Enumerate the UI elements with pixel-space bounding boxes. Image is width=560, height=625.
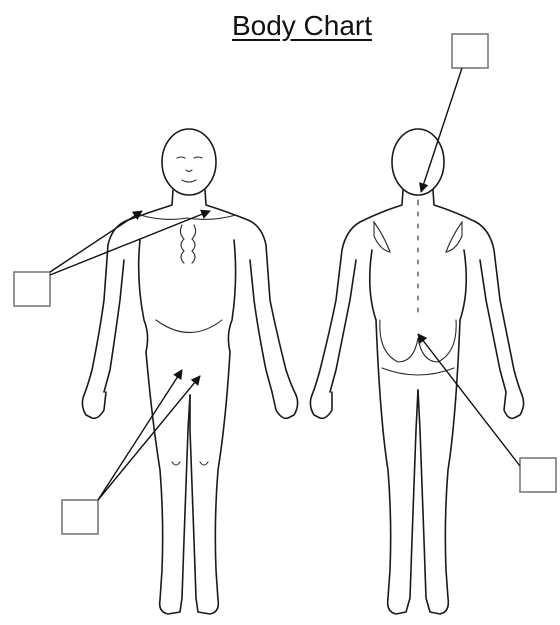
front-view-figure [82,129,297,614]
arrow-right-clavicle [50,211,210,275]
back-right-hand [504,392,524,418]
back-left-inner-arm [330,260,356,392]
front-left-hand [82,392,106,418]
bottom-right-callout-box[interactable] [520,458,556,492]
left-callout-box[interactable] [14,272,50,306]
back-right-leg [418,320,460,614]
front-right-outline [205,190,296,395]
bottom-left-callout-box[interactable] [62,500,98,534]
back-left-outline [312,190,403,395]
front-ribs [180,225,195,263]
front-face [177,157,202,182]
top-right-callout-box[interactable] [452,34,488,68]
back-head [392,129,444,195]
arrow-left-clavicle [50,211,142,272]
front-right-leg [190,352,230,614]
back-right-outline [433,190,522,395]
front-knees [172,462,208,465]
front-head [162,129,216,195]
front-right-hand [272,392,298,418]
back-left-leg [376,320,418,614]
front-torso-left [139,240,148,352]
back-view-figure [310,129,523,614]
back-right-inner-arm [480,260,506,392]
arrow-neck-spine [421,68,462,192]
arrow-left-groin [98,370,182,500]
front-abdomen [156,320,222,333]
back-torso-left [370,250,376,320]
front-clavicles [140,215,236,219]
back-torso-right [460,250,466,320]
arrow-right-groin [98,376,200,500]
front-torso-right [228,240,235,352]
back-buttocks [380,320,456,362]
front-left-inner-arm [104,260,124,392]
back-left-hand [310,392,332,418]
back-gluteal-fold [382,368,454,375]
